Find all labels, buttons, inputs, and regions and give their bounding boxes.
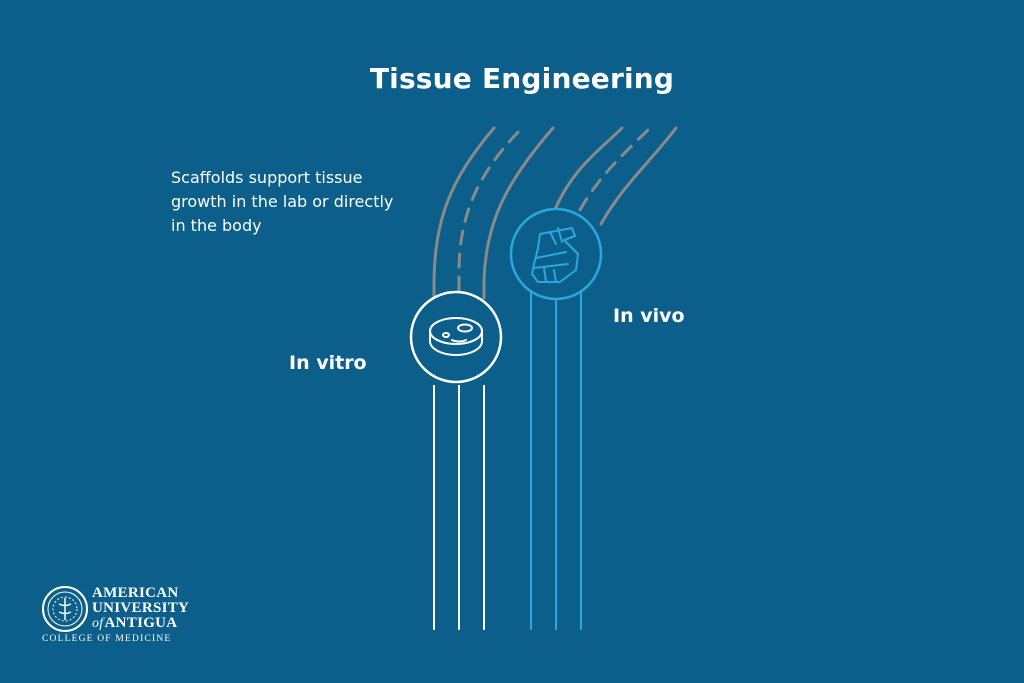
in-vitro-label: In vitro: [289, 352, 367, 374]
in-vivo-road: [551, 126, 678, 226]
diagram-title: Tissue Engineering: [369, 62, 675, 95]
in-vivo-road-right-edge: [599, 126, 678, 226]
in-vitro-track: [433, 385, 485, 630]
logo-of: of: [92, 616, 104, 631]
in-vitro-road: [432, 124, 555, 300]
in-vivo-road-left-edge: [551, 126, 624, 216]
university-logo: AMERICAN UNIVERSITY ofANTIGUA COLLEGE OF…: [42, 586, 212, 646]
in-vitro-road-left-edge: [432, 126, 496, 300]
logo-line-2: UNIVERSITY: [92, 600, 190, 616]
in-vivo-road-center-dash: [578, 126, 652, 212]
in-vitro-node: [409, 290, 503, 384]
bandaged-limb-icon: [531, 227, 579, 283]
in-vitro-road-center-dash: [457, 124, 526, 292]
logo-line-3: ofANTIGUA: [92, 615, 189, 632]
in-vivo-label: In vivo: [613, 305, 685, 327]
logo-antigua: ANTIGUA: [104, 615, 178, 631]
logo-line-1: AMERICAN: [92, 585, 179, 601]
petri-dish-icon: [429, 317, 483, 357]
in-vitro-road-right-edge: [482, 126, 555, 300]
diagram-description: Scaffolds support tissue growth in the l…: [171, 168, 394, 235]
logo-seal-icon: [42, 586, 88, 632]
in-vivo-track: [530, 292, 582, 630]
logo-wordmark: AMERICAN UNIVERSITY ofANTIGUA: [92, 585, 190, 632]
in-vivo-node: [509, 207, 603, 301]
logo-subtitle: COLLEGE OF MEDICINE: [42, 634, 172, 644]
